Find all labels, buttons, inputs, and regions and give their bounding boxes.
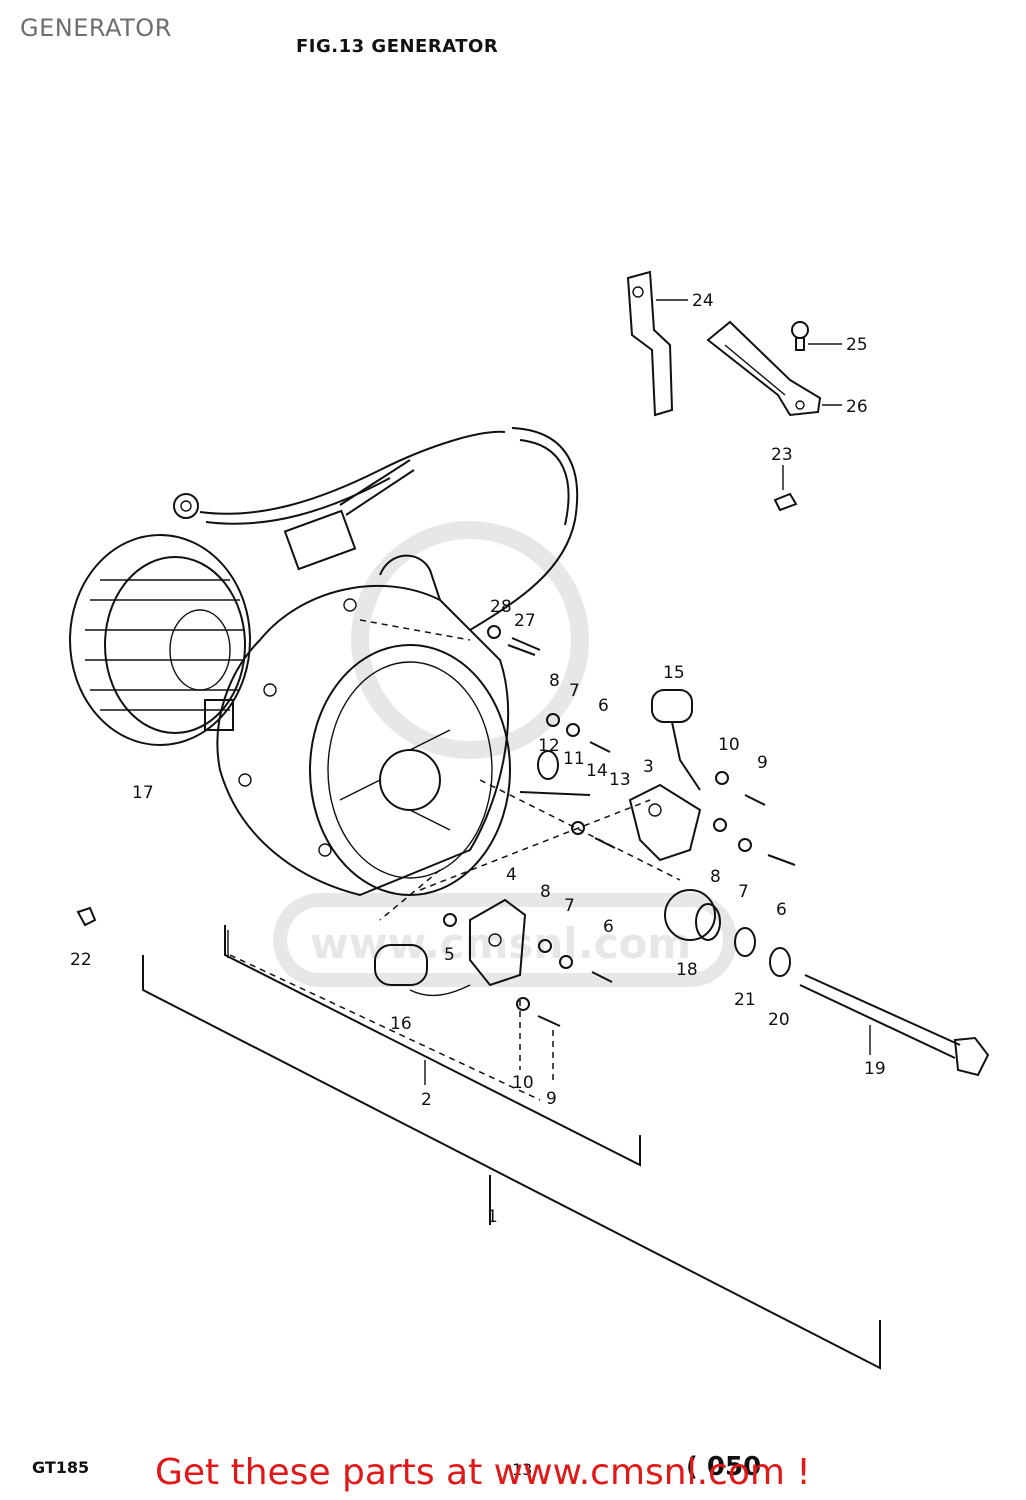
- label-22: 22: [70, 950, 92, 970]
- label-7: 7: [569, 681, 580, 701]
- label-28: 28: [490, 597, 512, 617]
- figure-title: FIG.13 GENERATOR: [296, 36, 499, 57]
- label-9-lower: 9: [546, 1089, 557, 1109]
- label-19: 19: [864, 1059, 886, 1079]
- label-10: 10: [718, 735, 740, 755]
- cam-18: [664, 889, 721, 941]
- label-6-right: 6: [776, 900, 787, 920]
- label-1: 1: [487, 1207, 498, 1227]
- label-8: 8: [549, 671, 560, 691]
- part-labels: 1 2 3 4 5 6 7 8 9 10 11 12 13 14 15 16 1…: [70, 291, 886, 1227]
- label-24: 24: [692, 291, 714, 311]
- promo-link[interactable]: Get these parts at www.cmsnl.com !: [155, 1452, 811, 1493]
- condenser-15: [651, 689, 701, 791]
- label-7-lower: 7: [564, 896, 575, 916]
- label-16: 16: [390, 1014, 412, 1034]
- label-26: 26: [846, 397, 868, 417]
- leader-lines: [227, 299, 871, 1101]
- label-20: 20: [768, 1010, 790, 1030]
- label-8-lower: 8: [540, 882, 551, 902]
- label-23: 23: [771, 445, 793, 465]
- assembly-brackets: [142, 925, 881, 1370]
- label-18: 18: [676, 960, 698, 980]
- contact-breaker-3: [628, 783, 702, 862]
- part-23: [773, 492, 798, 512]
- label-5: 5: [444, 945, 455, 965]
- label-4: 4: [506, 865, 517, 885]
- label-14: 14: [586, 761, 608, 781]
- bracket-24: [626, 270, 674, 417]
- washer-20: [769, 947, 791, 977]
- wiring-harness: [173, 427, 579, 631]
- bracket-26: [706, 320, 822, 417]
- label-17: 17: [132, 783, 154, 803]
- contact-breaker-4: [469, 898, 527, 987]
- washer-21: [734, 927, 756, 957]
- label-13: 13: [609, 770, 631, 790]
- model-code: GT185: [32, 1458, 90, 1477]
- rotor-17: [69, 534, 251, 746]
- label-12: 12: [538, 736, 560, 756]
- label-6-lower: 6: [603, 917, 614, 937]
- screw-25: [791, 321, 809, 351]
- label-27: 27: [514, 611, 536, 631]
- label-21: 21: [734, 990, 756, 1010]
- label-10-lower: 10: [512, 1073, 534, 1093]
- label-3: 3: [643, 757, 654, 777]
- page-title: GENERATOR: [20, 14, 172, 42]
- page-number: ( 050: [686, 1452, 762, 1482]
- label-11: 11: [563, 749, 585, 769]
- stator-housing: [216, 554, 511, 897]
- label-6: 6: [598, 696, 609, 716]
- bolt-19: [799, 974, 990, 1077]
- label-2: 2: [421, 1090, 432, 1110]
- label-9: 9: [757, 753, 768, 773]
- label-25: 25: [846, 335, 868, 355]
- page-reference: 13: [512, 1460, 533, 1479]
- condenser-16: [374, 944, 471, 997]
- part-22: [76, 906, 97, 927]
- label-8-right: 8: [710, 867, 721, 887]
- small-fasteners: [443, 625, 796, 1027]
- label-7-right: 7: [738, 882, 749, 902]
- label-15: 15: [663, 663, 685, 683]
